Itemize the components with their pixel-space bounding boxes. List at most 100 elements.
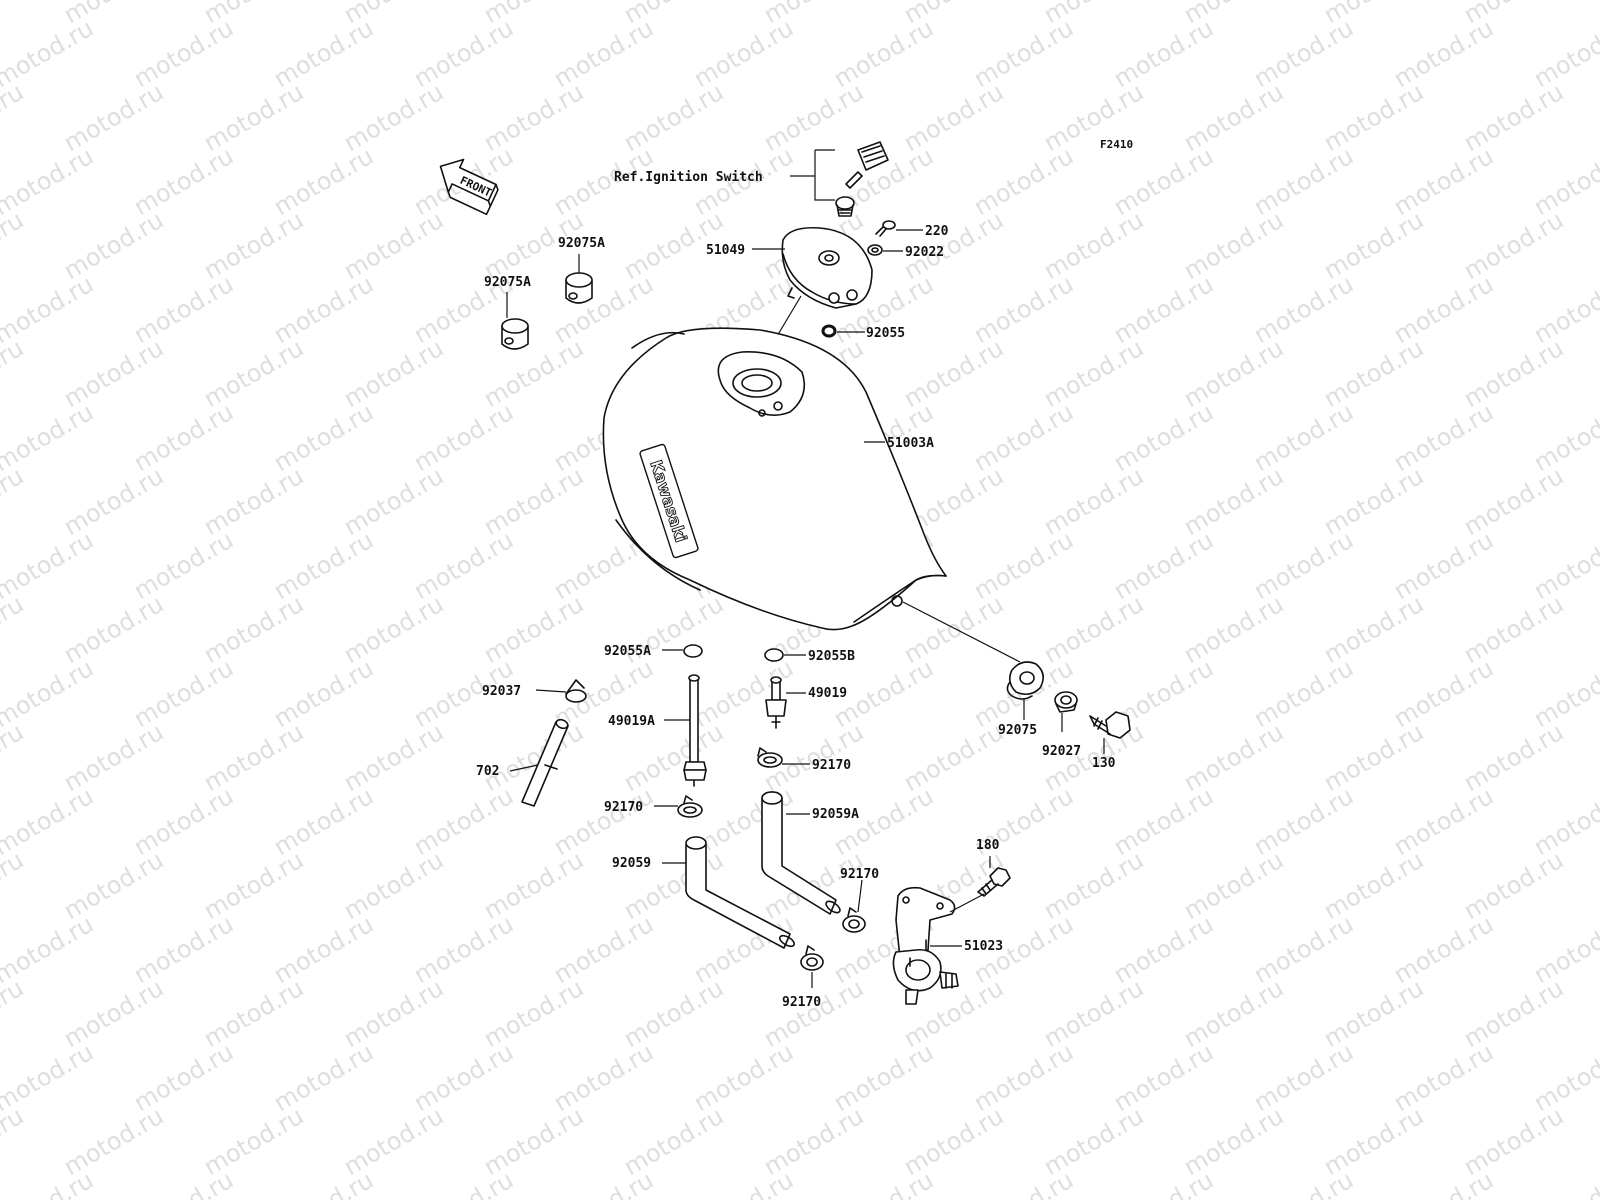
watermark-text: motod.ru: [199, 462, 308, 541]
watermark-text: motod.ru: [1039, 846, 1148, 925]
watermark-text: motod.ru: [549, 1166, 658, 1200]
label-92055: 92055: [866, 326, 905, 341]
label-92059a: 92059A: [812, 807, 859, 822]
watermark-text: motod.ru: [1319, 1102, 1428, 1181]
watermark-text: motod.ru: [1529, 526, 1600, 605]
watermark-text: motod.ru: [899, 590, 1008, 669]
watermark-text: motod.ru: [829, 14, 938, 93]
watermark-text: motod.ru: [1529, 398, 1600, 477]
watermark-text: motod.ru: [1529, 1166, 1600, 1200]
watermark-text: motod.ru: [1529, 14, 1600, 93]
watermark-text: motod.ru: [0, 206, 28, 285]
watermark-text: motod.ru: [1389, 1038, 1498, 1117]
watermark-text: motod.ru: [549, 910, 658, 989]
watermark-text: motod.ru: [1389, 398, 1498, 477]
damper-92075-icon: [1006, 661, 1044, 700]
watermark-text: motod.ru: [1319, 590, 1428, 669]
label-92170-c: 92170: [840, 867, 879, 882]
watermark-text: motod.ru: [1319, 78, 1428, 157]
watermark-text: motod.ru: [1389, 1166, 1498, 1200]
watermark-text: motod.ru: [1109, 14, 1218, 93]
watermark-text: motod.ru: [479, 462, 588, 541]
watermark-text: motod.ru: [269, 270, 378, 349]
label-92075: 92075: [998, 723, 1037, 738]
watermark-text: motod.ru: [199, 846, 308, 925]
watermark-text: motod.ru: [969, 1038, 1078, 1117]
watermark-text: motod.ru: [899, 718, 1008, 797]
fuel-cock-51023-icon: [892, 886, 959, 1005]
watermark-text: motod.ru: [1459, 78, 1568, 157]
watermark-text: motod.ru: [269, 526, 378, 605]
watermark-text: motod.ru: [1039, 1102, 1148, 1181]
watermark-text: motod.ru: [409, 1038, 518, 1117]
label-49019a: 49019A: [608, 714, 655, 729]
watermark-text: motod.ru: [1109, 142, 1218, 221]
label-92037: 92037: [482, 684, 521, 699]
watermark-text: motod.ru: [759, 78, 868, 157]
watermark-text: motod.ru: [1389, 526, 1498, 605]
watermark-text: motod.ru: [59, 462, 168, 541]
watermark-text: motod.ru: [619, 974, 728, 1053]
label-702: 702: [476, 764, 499, 779]
pipe-49019-icon: [765, 676, 787, 729]
watermark-text: motod.ru: [1039, 590, 1148, 669]
watermark-text: motod.ru: [129, 782, 238, 861]
watermark-text: motod.ru: [1249, 270, 1358, 349]
oring-92055b-icon: [764, 648, 784, 662]
pipe-49019a-icon: [683, 674, 707, 787]
watermark-text: motod.ru: [269, 14, 378, 93]
watermark-text: motod.ru: [1249, 654, 1358, 733]
watermark-text: motod.ru: [339, 846, 448, 925]
watermark-text: motod.ru: [1459, 462, 1568, 541]
watermark-text: motod.ru: [1179, 206, 1288, 285]
watermark-text: motod.ru: [1249, 1038, 1358, 1117]
label-ref-ignition-switch: Ref.Ignition Switch: [614, 170, 763, 185]
watermark-text: motod.ru: [1459, 974, 1568, 1053]
watermark-text: motod.ru: [1389, 654, 1498, 733]
watermark-text: motod.ru: [1319, 846, 1428, 925]
watermark-text: motod.ru: [1459, 846, 1568, 925]
watermark-text: motod.ru: [619, 1102, 728, 1181]
hose-92059-icon: [685, 836, 796, 949]
watermark-text: motod.ru: [339, 1102, 448, 1181]
watermark-text: motod.ru: [1179, 846, 1288, 925]
watermark-text: motod.ru: [0, 1166, 98, 1200]
watermark-text: motod.ru: [479, 78, 588, 157]
watermark-text: motod.ru: [1249, 526, 1358, 605]
watermark-text: motod.ru: [1319, 462, 1428, 541]
watermark-text: motod.ru: [129, 270, 238, 349]
watermark-text: motod.ru: [0, 0, 28, 29]
watermark-text: motod.ru: [479, 590, 588, 669]
watermark-text: motod.ru: [549, 782, 658, 861]
watermark-text: motod.ru: [1249, 14, 1358, 93]
label-92075a-top: 92075A: [558, 236, 605, 251]
label-92170-a: 92170: [812, 758, 851, 773]
watermark-text: motod.ru: [269, 1166, 378, 1200]
watermark-text: motod.ru: [969, 14, 1078, 93]
label-92059: 92059: [612, 856, 651, 871]
watermark-text: motod.ru: [129, 398, 238, 477]
screw-220-icon: [875, 220, 896, 237]
label-49019: 49019: [808, 686, 847, 701]
watermark-text: motod.ru: [339, 718, 448, 797]
watermark-text: motod.ru: [1319, 718, 1428, 797]
watermark-text: motod.ru: [269, 398, 378, 477]
watermark-text: motod.ru: [969, 526, 1078, 605]
label-92055b: 92055B: [808, 649, 855, 664]
watermark-text: motod.ru: [1249, 142, 1358, 221]
watermark-text: motod.ru: [59, 718, 168, 797]
tube-702-icon: [521, 718, 569, 807]
watermark-text: motod.ru: [689, 654, 798, 733]
watermark-text: motod.ru: [1249, 782, 1358, 861]
watermark-text: motod.ru: [0, 974, 28, 1053]
watermark-text: motod.ru: [269, 782, 378, 861]
watermark-text: motod.ru: [59, 846, 168, 925]
clamp-92170-b-icon: [677, 795, 703, 818]
watermark-text: motod.ru: [1529, 1038, 1600, 1117]
watermark-text: motod.ru: [479, 974, 588, 1053]
watermark-text: motod.ru: [59, 78, 168, 157]
watermark-text: motod.ru: [1109, 910, 1218, 989]
watermark-text: motod.ru: [1109, 270, 1218, 349]
watermark-text: motod.ru: [1389, 14, 1498, 93]
